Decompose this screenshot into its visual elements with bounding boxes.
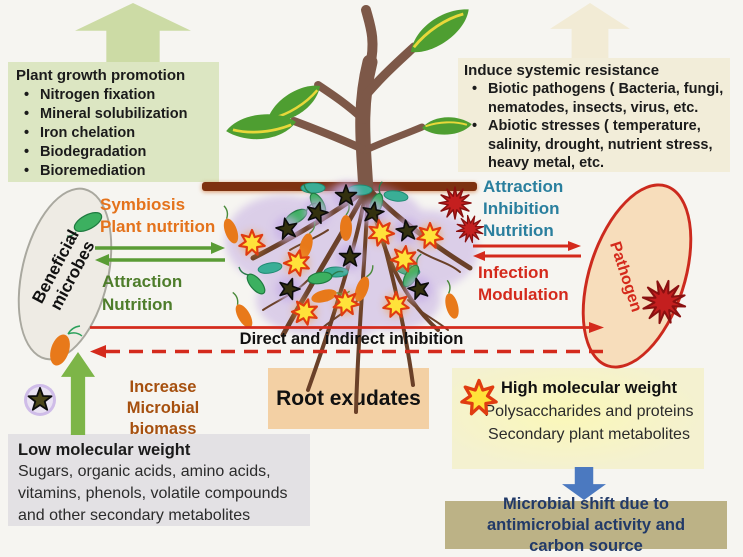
infection-label: Infection bbox=[478, 263, 549, 282]
increase-biomass-label: Increase Microbial biomass bbox=[92, 377, 234, 440]
high-mw-line1: Polysaccharides and proteins bbox=[484, 403, 694, 420]
list-item: Iron chelation bbox=[24, 124, 211, 143]
list-item: Biodegradation bbox=[24, 143, 211, 162]
list-item: Abiotic stresses ( temperature, salinity… bbox=[472, 117, 724, 173]
systemic-resistance-title: Induce systemic resistance bbox=[464, 62, 660, 79]
low-mw-title: Low molecular weight bbox=[18, 441, 191, 459]
microbe-plant-double-arrow bbox=[95, 242, 225, 266]
growth-promotion-up-arrow-icon bbox=[75, 3, 191, 62]
increase-biomass-line1: Increase bbox=[129, 378, 197, 396]
pathogen-root-double-arrow bbox=[473, 241, 581, 261]
inhibition-label: Inhibition bbox=[483, 199, 560, 218]
plant-nutrition-label: Plant nutrition bbox=[100, 217, 216, 236]
plant-stem bbox=[290, 5, 426, 200]
plant-and-rhizosphere-illustration bbox=[215, 3, 489, 414]
direct-inhibition-label: Direct and indirect inhibition bbox=[239, 330, 464, 348]
systemic-resistance-list: Biotic pathogens ( Bacteria, fungi, nema… bbox=[464, 80, 724, 173]
list-item: Biotic pathogens ( Bacteria, fungi, nema… bbox=[472, 80, 724, 117]
high-molecular-weight-box: High molecular weight Polysaccharides an… bbox=[452, 368, 704, 469]
nutrition-right-label: Nutrition bbox=[483, 221, 554, 240]
plant-growth-title: Plant growth promotion bbox=[16, 67, 186, 84]
increase-biomass-line2: Microbial biomass bbox=[126, 399, 200, 438]
high-mw-title: High molecular weight bbox=[500, 379, 678, 397]
leaf-icon bbox=[401, 3, 479, 58]
plant-growth-promotion-box: Plant growth promotion Nitrogen fixation… bbox=[8, 62, 219, 182]
black-star-icon bbox=[24, 384, 56, 416]
low-molecular-weight-box: Low molecular weight Sugars, organic aci… bbox=[8, 434, 310, 526]
red-burst-icon bbox=[641, 279, 687, 325]
leaf-icon bbox=[420, 111, 474, 141]
list-item: Bioremediation bbox=[24, 162, 211, 181]
nutrition-left-label: Nutrition bbox=[102, 295, 173, 314]
microbial-shift-text: Microbial shift due to antimicrobial act… bbox=[486, 494, 686, 555]
low-mw-body: Sugars, organic acids, amino acids, vita… bbox=[18, 463, 288, 524]
high-mw-line2: Secondary plant metabolites bbox=[488, 426, 690, 443]
list-item: Nitrogen fixation bbox=[24, 86, 211, 105]
modulation-label: Modulation bbox=[478, 285, 569, 304]
root-exudates-label: Root exudates bbox=[276, 386, 421, 410]
black-star-icon bbox=[337, 244, 363, 270]
green-rod-bacterium-icon bbox=[66, 212, 103, 237]
attraction-left-label: Attraction bbox=[102, 272, 183, 291]
direct-inhibition-arrow bbox=[90, 322, 604, 333]
orange-rod-bacterium-icon bbox=[50, 325, 83, 366]
attraction-right-label: Attraction bbox=[483, 177, 564, 196]
plant-growth-list: Nitrogen fixation Mineral solubilization… bbox=[16, 86, 211, 181]
systemic-resistance-box: Induce systemic resistance Biotic pathog… bbox=[458, 58, 730, 172]
root-exudates-box: Root exudates bbox=[268, 368, 429, 429]
yellow-star-icon bbox=[460, 378, 498, 416]
list-item: Mineral solubilization bbox=[24, 105, 211, 124]
microbial-shift-box: Microbial shift due to antimicrobial act… bbox=[445, 495, 727, 555]
plant-leaves bbox=[224, 3, 479, 146]
systemic-resistance-up-arrow-icon bbox=[550, 3, 630, 58]
symbiosis-label: Symbiosis bbox=[100, 195, 186, 214]
indirect-inhibition-dashed-arrow bbox=[90, 345, 610, 358]
black-star-icon bbox=[333, 183, 359, 209]
